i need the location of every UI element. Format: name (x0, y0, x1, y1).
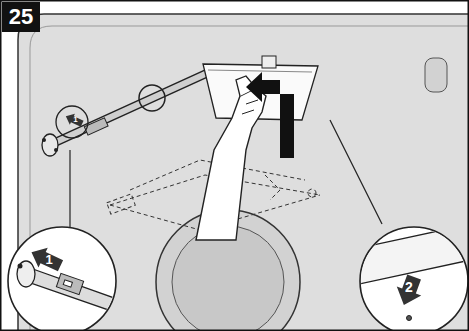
arrow-fill (27, 242, 65, 275)
step-number: 25 (2, 2, 40, 32)
arrow-fill (392, 272, 427, 309)
callout-number: 1 (73, 116, 77, 124)
callout-arrow: 1 (30, 248, 62, 270)
step-number-text: 25 (9, 6, 33, 28)
callout-arrow: 1 (65, 114, 83, 126)
callout-number: 1 (45, 253, 52, 266)
callout-arrow: 2 (396, 276, 422, 306)
callout-number: 2 (405, 280, 413, 294)
arrow-fill (63, 111, 84, 129)
